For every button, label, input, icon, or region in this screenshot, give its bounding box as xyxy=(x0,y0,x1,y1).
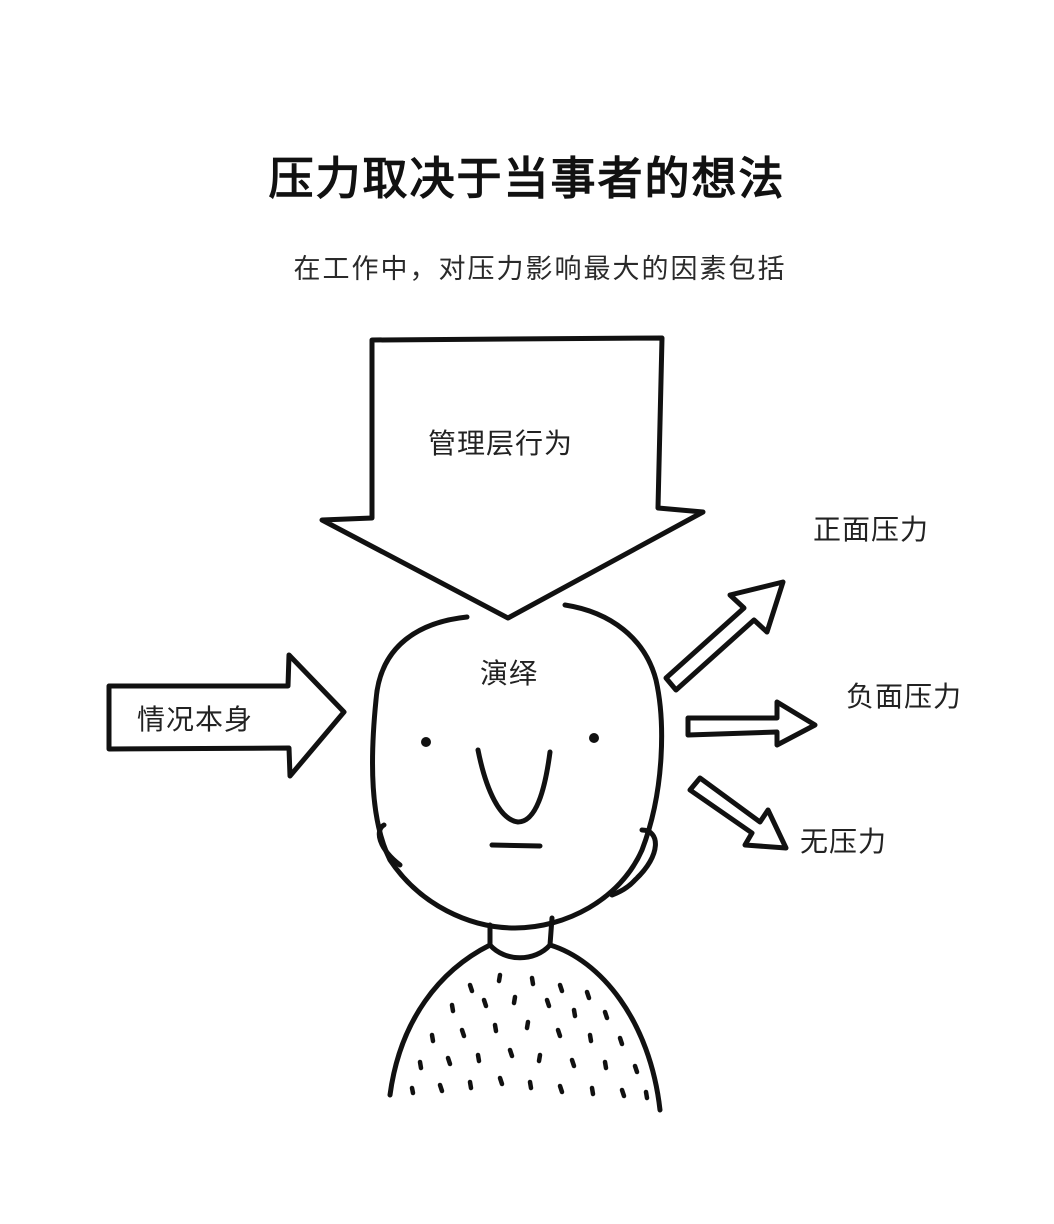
head-outline xyxy=(370,602,665,931)
shirt-outline xyxy=(387,942,493,1098)
negative-arrow xyxy=(685,699,818,748)
left-ear xyxy=(376,822,403,868)
mouth xyxy=(489,842,543,849)
interpretation-label: 演绎 xyxy=(480,657,539,690)
no-stress-label: 无压力 xyxy=(800,825,888,858)
situation-arrow xyxy=(106,652,347,779)
situation-label: 情况本身 xyxy=(137,703,254,736)
shirt-pattern xyxy=(409,972,650,1101)
negative-stress-label: 负面压力 xyxy=(846,680,963,713)
left-eye xyxy=(421,737,431,747)
page-title: 压力取决于当事者的想法 xyxy=(268,152,786,205)
right-eye xyxy=(589,733,599,743)
right-ear xyxy=(609,827,658,898)
page-subtitle: 在工作中，对压力影响最大的因素包括 xyxy=(293,254,787,285)
positive-stress-label: 正面压力 xyxy=(813,513,930,546)
positive-arrow xyxy=(663,579,786,693)
shirt-outline-right xyxy=(547,942,663,1113)
management-label: 管理层行为 xyxy=(428,427,574,460)
no-stress-arrow xyxy=(687,775,789,851)
management-arrow xyxy=(319,335,706,621)
nose xyxy=(475,747,553,825)
